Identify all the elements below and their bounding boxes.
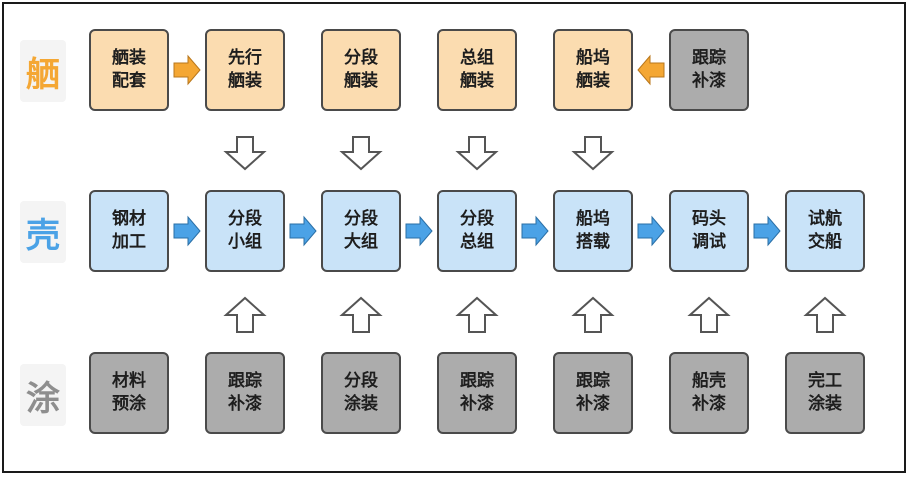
arrow-right-hull-6 <box>753 215 781 247</box>
arrow-right-hull-3 <box>405 215 433 247</box>
node-block-small: 分段 小组 <box>205 190 285 272</box>
node-paint-touchup-1: 跟踪 补漆 <box>205 352 285 434</box>
node-hull-touchup: 船壳 补漆 <box>669 352 749 434</box>
arrow-right-hull-5 <box>637 215 665 247</box>
node-sea-trial-delivery: 试航 交船 <box>785 190 865 272</box>
arrow-down-3 <box>455 136 499 171</box>
arrow-left-outfit-touchup <box>637 54 665 86</box>
node-final-painting: 完工 涂装 <box>785 352 865 434</box>
node-outfit-touchup: 跟踪 补漆 <box>669 29 749 111</box>
node-assembly-outfit: 总组 舾装 <box>437 29 517 111</box>
node-quay-commissioning: 码头 调试 <box>669 190 749 272</box>
arrow-down-1 <box>223 136 267 171</box>
node-material-preprime: 材料 预涂 <box>89 352 169 434</box>
row-label-hull: 壳 <box>20 201 66 263</box>
row-label-paint: 涂 <box>20 364 66 426</box>
arrow-up-5 <box>687 296 731 333</box>
node-block-painting: 分段 涂装 <box>321 352 401 434</box>
arrow-up-2 <box>339 296 383 333</box>
arrow-down-2 <box>339 136 383 171</box>
node-dock-outfit: 船坞 舾装 <box>553 29 633 111</box>
arrow-right-hull-2 <box>289 215 317 247</box>
arrow-up-6 <box>803 296 847 333</box>
node-block-assembly: 分段 总组 <box>437 190 517 272</box>
node-steel-processing: 钢材 加工 <box>89 190 169 272</box>
arrow-right-hull-4 <box>521 215 549 247</box>
node-paint-touchup-3: 跟踪 补漆 <box>553 352 633 434</box>
node-paint-touchup-2: 跟踪 补漆 <box>437 352 517 434</box>
arrow-up-4 <box>571 296 615 333</box>
arrow-down-4 <box>571 136 615 171</box>
arrow-right-hull-1 <box>173 215 201 247</box>
node-block-large: 分段 大组 <box>321 190 401 272</box>
row-label-outfit: 舾 <box>20 40 66 102</box>
node-block-outfit: 分段 舾装 <box>321 29 401 111</box>
node-outfit-supply: 舾装 配套 <box>89 29 169 111</box>
node-dock-erection: 船坞 搭载 <box>553 190 633 272</box>
arrow-right-outfit-1 <box>173 54 201 86</box>
arrow-up-1 <box>223 296 267 333</box>
node-advance-outfit: 先行 舾装 <box>205 29 285 111</box>
arrow-up-3 <box>455 296 499 333</box>
